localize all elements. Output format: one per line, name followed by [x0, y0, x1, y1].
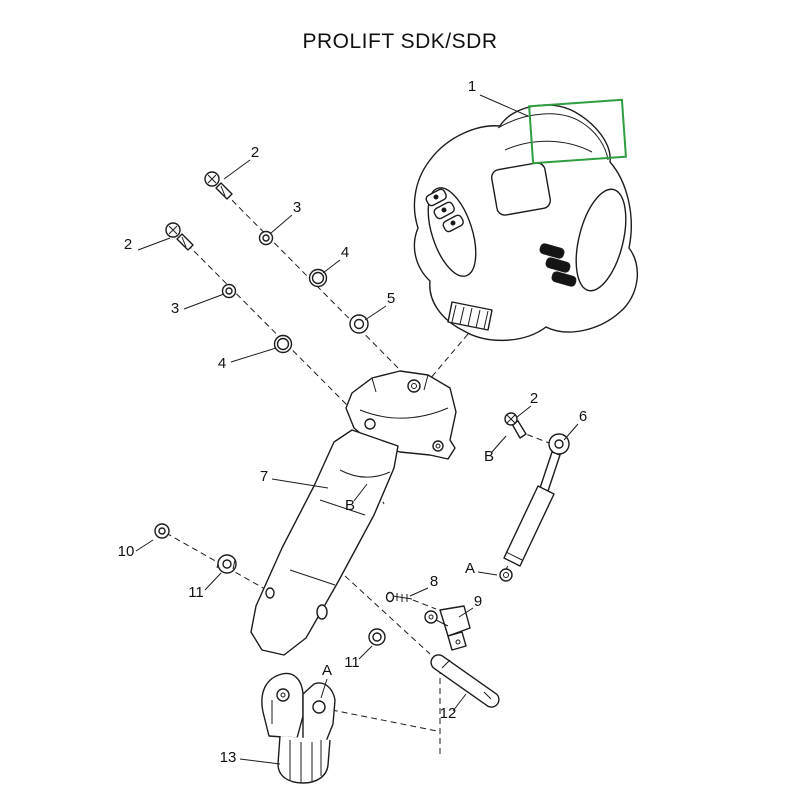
callout-label-B: B	[345, 497, 355, 514]
button-cluster-left	[425, 188, 464, 233]
leader-lines	[135, 94, 579, 765]
callout-label-A: A	[322, 662, 332, 679]
callout-label-2: 2	[251, 144, 259, 161]
callout-label-13: 13	[220, 749, 237, 766]
callout-label-5: 5	[387, 290, 395, 307]
callout-label-10: 10	[118, 543, 135, 560]
display-panel	[490, 162, 552, 216]
callout-label-12: 12	[440, 705, 457, 722]
grommet-11b	[368, 628, 386, 646]
washer-3a	[258, 230, 274, 246]
button-cluster-right	[539, 243, 577, 287]
washer-3b	[221, 283, 237, 299]
callout-label-B: B	[484, 448, 494, 465]
screw-2a	[204, 171, 233, 200]
diagram-title: PROLIFT SDK/SDR	[302, 30, 498, 53]
ring-4a	[308, 268, 328, 288]
callout-label-A: A	[465, 560, 475, 577]
handle-head	[413, 104, 638, 341]
steering-column	[250, 429, 399, 656]
highlight-box	[528, 98, 627, 165]
callout-label-8: 8	[430, 573, 438, 590]
gas-spring	[499, 412, 570, 582]
callout-label-4: 4	[341, 244, 349, 261]
handle-neck-hatch	[447, 301, 493, 331]
pivot-pin-12	[430, 654, 500, 708]
callout-label-6: 6	[579, 408, 587, 425]
fastener-chain-2	[165, 222, 293, 354]
callout-label-11: 11	[344, 654, 360, 671]
callout-label-7: 7	[260, 468, 268, 485]
callout-label-9: 9	[474, 593, 482, 610]
fastener-chain-1	[204, 171, 369, 334]
base-bracket-13	[261, 672, 336, 784]
callout-label-1: 1	[468, 78, 476, 95]
nut-5	[349, 314, 369, 334]
grommet-11a	[216, 554, 237, 574]
screw-8	[385, 591, 413, 603]
screw-2c	[504, 412, 527, 439]
callout-label-3: 3	[293, 199, 301, 216]
lever-assembly-9	[424, 605, 471, 651]
callout-label-4: 4	[218, 355, 226, 372]
callout-label-2: 2	[530, 390, 538, 407]
screw-2b	[165, 222, 194, 251]
callout-label-11: 11	[188, 584, 204, 601]
ring-4b	[273, 334, 293, 354]
callout-label-3: 3	[171, 300, 179, 317]
callout-label-2: 2	[124, 236, 132, 253]
ring-10	[154, 523, 170, 539]
